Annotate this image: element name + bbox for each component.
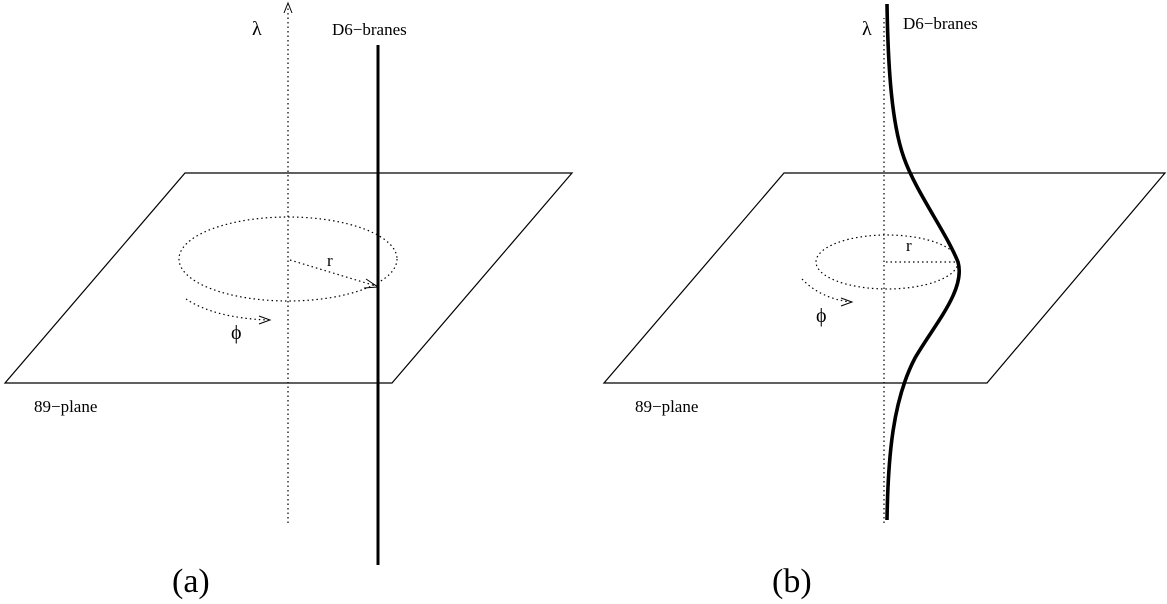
panel-a-caption: (a)	[172, 563, 210, 600]
panel-a-89-plane	[3, 172, 574, 384]
panel-b-brane-label: D6−branes	[903, 14, 978, 33]
panel-b-phi-label: ϕ	[816, 305, 827, 327]
panel-a-plane-label: 89−plane	[34, 397, 97, 416]
panel-a-radius-line	[289, 259, 377, 287]
panel-a-phi-arrowhead	[258, 315, 272, 325]
panel-a-lambda-label: λ	[252, 18, 262, 40]
panel-a-lambda-arrowhead	[283, 1, 293, 14]
panel-b-plane-label: 89−plane	[635, 397, 698, 416]
panel-b-caption: (b)	[772, 563, 812, 600]
panel-b-d6-brane-curve	[885, 3, 962, 521]
panel-a-phi-arrow	[185, 298, 269, 321]
panel-b-lambda-label: λ	[862, 18, 872, 40]
panel-a: λ D6−branes r ϕ 89−plane (a)	[3, 1, 574, 600]
panel-a-radius-label: r	[327, 251, 333, 270]
panel-b-phi-arrowhead	[840, 297, 854, 307]
panel-a-phi-label: ϕ	[231, 322, 242, 344]
panel-b: λ D6−branes r ϕ 89−plane (b)	[602, 3, 1167, 600]
panel-a-radius-arrowhead	[363, 278, 380, 289]
panel-a-brane-label: D6−branes	[332, 20, 407, 39]
panel-a-orbit-circle	[178, 216, 398, 302]
panel-b-radius-label: r	[906, 236, 912, 255]
panel-b-89-plane	[602, 172, 1167, 384]
